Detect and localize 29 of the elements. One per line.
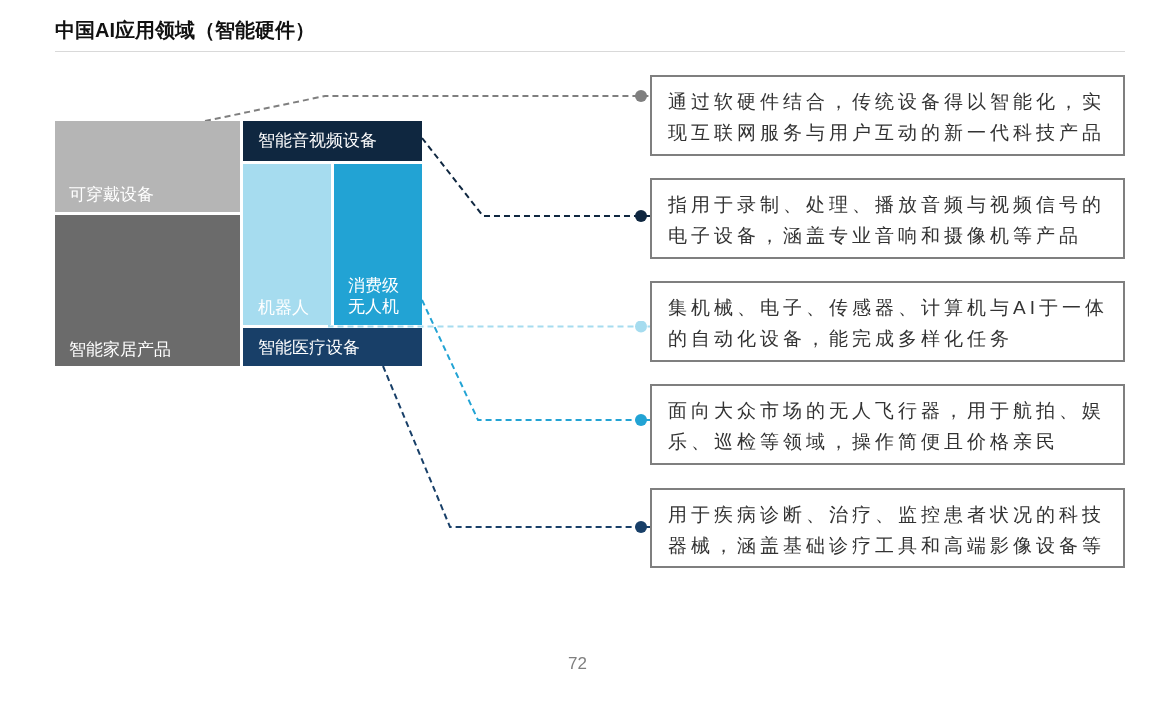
treemap-tile [55,215,240,366]
treemap-tile [55,121,240,212]
tile-label: 智能音视频设备 [258,130,378,151]
treemap-tile [243,121,422,161]
description-text: 集机械、电子、传感器、计算机与AI于一体的自动化设备，能完成多样化任务 [668,296,1109,351]
description-text: 指用于录制、处理、播放音频与视频信号的电子设备，涵盖专业音响和摄像机等产品 [668,193,1106,248]
connector-line [328,320,651,333]
description-box [650,488,1125,568]
connector-line [204,90,651,122]
description-text: 用于疾病诊断、治疗、监控患者状况的科技器械，涵盖基础诊疗工具和高端影像设备等 [668,503,1106,558]
description-box [650,178,1125,259]
description-text: 面向大众市场的无人飞行器，用于航拍、娱乐、巡检等领域，操作简便且价格亲民 [668,399,1106,454]
description-text: 通过软硬件结合，传统设备得以智能化，实现互联网服务与用户互动的新一代科技产品 [668,90,1106,145]
tile-label: 智能医疗设备 [258,336,361,358]
description-box [650,384,1125,465]
treemap-tile [334,164,422,325]
tile-label: 可穿戴设备 [69,184,155,205]
connector-line [382,365,651,533]
connector-line [421,137,651,222]
connector-line [421,299,651,426]
treemap-tile [243,328,422,366]
page-number: 72 [568,654,587,674]
tile-label: 消费级无人机 [348,275,400,317]
description-box [650,75,1125,156]
description-box [650,281,1125,362]
treemap-tile [243,164,331,325]
chart-title: 中国AI应用领域（智能硬件） [55,18,315,43]
tile-label: 机器人 [258,297,310,318]
tile-label: 智能家居产品 [69,339,172,360]
